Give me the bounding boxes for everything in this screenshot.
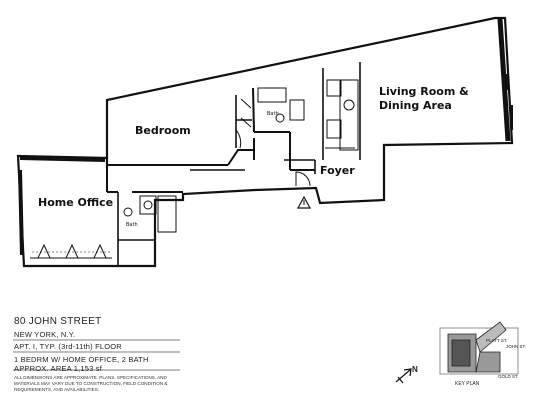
street-label: JOHN ST. bbox=[506, 344, 527, 349]
closet-door bbox=[240, 98, 252, 128]
bath-tag: Bath bbox=[267, 111, 279, 117]
office-bath-tag: Bath bbox=[126, 222, 138, 228]
disclaimer-line: ALL DIMENSIONS ARE APPROXIMATE. PLANS, S… bbox=[14, 375, 167, 380]
disclaimer-line: MATERIALS MAY VARY DUE TO CONSTRUCTION, … bbox=[14, 381, 168, 386]
range bbox=[326, 79, 342, 97]
vanity bbox=[289, 99, 305, 121]
bedroom-door bbox=[235, 129, 242, 149]
bifold-door bbox=[37, 243, 107, 259]
address-line: 80 JOHN STREET bbox=[14, 316, 102, 327]
office-vanity bbox=[139, 195, 157, 215]
sink-bowl bbox=[343, 99, 355, 111]
dining-area-label: Dining Area bbox=[379, 99, 452, 112]
bedroom-label: Bedroom bbox=[135, 124, 191, 137]
unit-type-line: 1 BEDRM W/ HOME OFFICE, 2 BATH bbox=[14, 355, 149, 364]
sink-counter bbox=[339, 79, 359, 151]
office-sink bbox=[143, 200, 153, 210]
toilet bbox=[275, 113, 285, 123]
office-divider bbox=[106, 165, 183, 193]
fridge bbox=[326, 119, 342, 139]
apartment-line: APT. I, TYP. (3rd-11th) FLOOR bbox=[14, 342, 122, 351]
foyer-label: Foyer bbox=[320, 164, 355, 177]
hall-wall bbox=[182, 169, 245, 200]
office-toilet bbox=[123, 207, 133, 217]
exterior-wall bbox=[16, 16, 514, 268]
north-arrow bbox=[395, 368, 412, 384]
bath-wall bbox=[254, 131, 315, 171]
key-plan bbox=[439, 321, 519, 375]
office-tub bbox=[157, 195, 177, 233]
living-room-label: Living Room & bbox=[379, 85, 469, 98]
bedroom-wall-right bbox=[237, 87, 255, 160]
foyer-door bbox=[295, 171, 311, 187]
entry-marker bbox=[296, 195, 312, 209]
area-line: APPROX. AREA 1,153 sf bbox=[14, 364, 102, 373]
kitchen-wall bbox=[322, 62, 361, 160]
office-window bbox=[18, 169, 24, 256]
foyer-wall bbox=[284, 159, 316, 174]
closet-wall bbox=[235, 95, 252, 148]
key-plan-label: KEY PLAN bbox=[455, 381, 480, 387]
city-line: NEW YORK, N.Y. bbox=[14, 330, 76, 339]
tub bbox=[257, 87, 287, 103]
window-wall bbox=[497, 18, 511, 142]
office-bath-wall bbox=[117, 192, 155, 266]
home-office-label: Home Office bbox=[38, 196, 114, 209]
street-label: PLATT ST. bbox=[486, 338, 508, 343]
window-wall bbox=[506, 74, 513, 130]
north-label: N bbox=[412, 365, 418, 374]
street-label: GOLD ST. bbox=[498, 374, 519, 379]
disclaimer-line: REQUIREMENTS, AND AVAILABILITIES. bbox=[14, 387, 100, 392]
office-window-top bbox=[19, 156, 106, 162]
bedroom-bottom-wall bbox=[107, 149, 239, 166]
